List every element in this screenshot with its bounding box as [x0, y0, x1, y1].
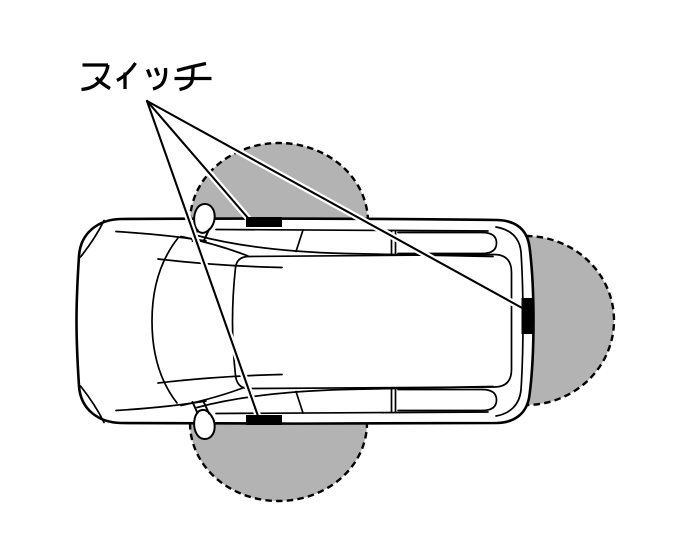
door-mirrors — [191, 203, 216, 440]
window-divider-upper-front — [295, 229, 304, 253]
roof-panel — [231, 253, 513, 390]
leader-line-upper-switch — [145, 99, 250, 220]
window-divider-lower-front — [295, 390, 304, 414]
lower-sliding-door-zone — [190, 423, 367, 501]
side-window-bottom-edge-lower — [215, 411, 489, 415]
tailgate-switch — [521, 298, 533, 334]
label-glyph-su — [81, 63, 111, 92]
upper-sliding-door-switch — [246, 217, 282, 227]
cowl-line-upper — [157, 258, 283, 269]
headlight-upper-icon — [79, 219, 105, 258]
belt-line-upper — [196, 234, 494, 258]
lower-sliding-door-zone-border — [188, 422, 369, 503]
headlight-lower-icon — [79, 385, 105, 424]
side-window-top-edge-upper — [215, 228, 489, 232]
windshield — [151, 237, 179, 404]
tailgate-zone-border — [525, 234, 616, 407]
switch-label-glyphs — [81, 61, 212, 92]
mirror-lower-stem — [191, 400, 210, 415]
upper-sliding-door-zone-border — [188, 141, 370, 223]
lower-sliding-door-switch — [246, 415, 282, 425]
leader-line-lower-switch — [145, 99, 260, 418]
tailgate-zone — [526, 236, 614, 405]
minivan-top-view-icon — [75, 203, 535, 440]
rear-quarter-window-upper — [397, 231, 498, 255]
switches — [246, 217, 533, 425]
a-pillar-upper — [180, 235, 249, 257]
leader-line-tailgate-switch — [145, 99, 526, 311]
rear-quarter-window-lower — [397, 388, 498, 412]
label-glyph-small-tsu — [145, 67, 168, 91]
cowl-line-lower — [157, 373, 283, 384]
label-glyph-i — [116, 62, 137, 89]
car-body-outline — [75, 217, 535, 425]
switch-label: スイッチ — [80, 54, 220, 94]
label-glyph-chi — [174, 61, 212, 92]
leader-lines — [143, 97, 528, 420]
